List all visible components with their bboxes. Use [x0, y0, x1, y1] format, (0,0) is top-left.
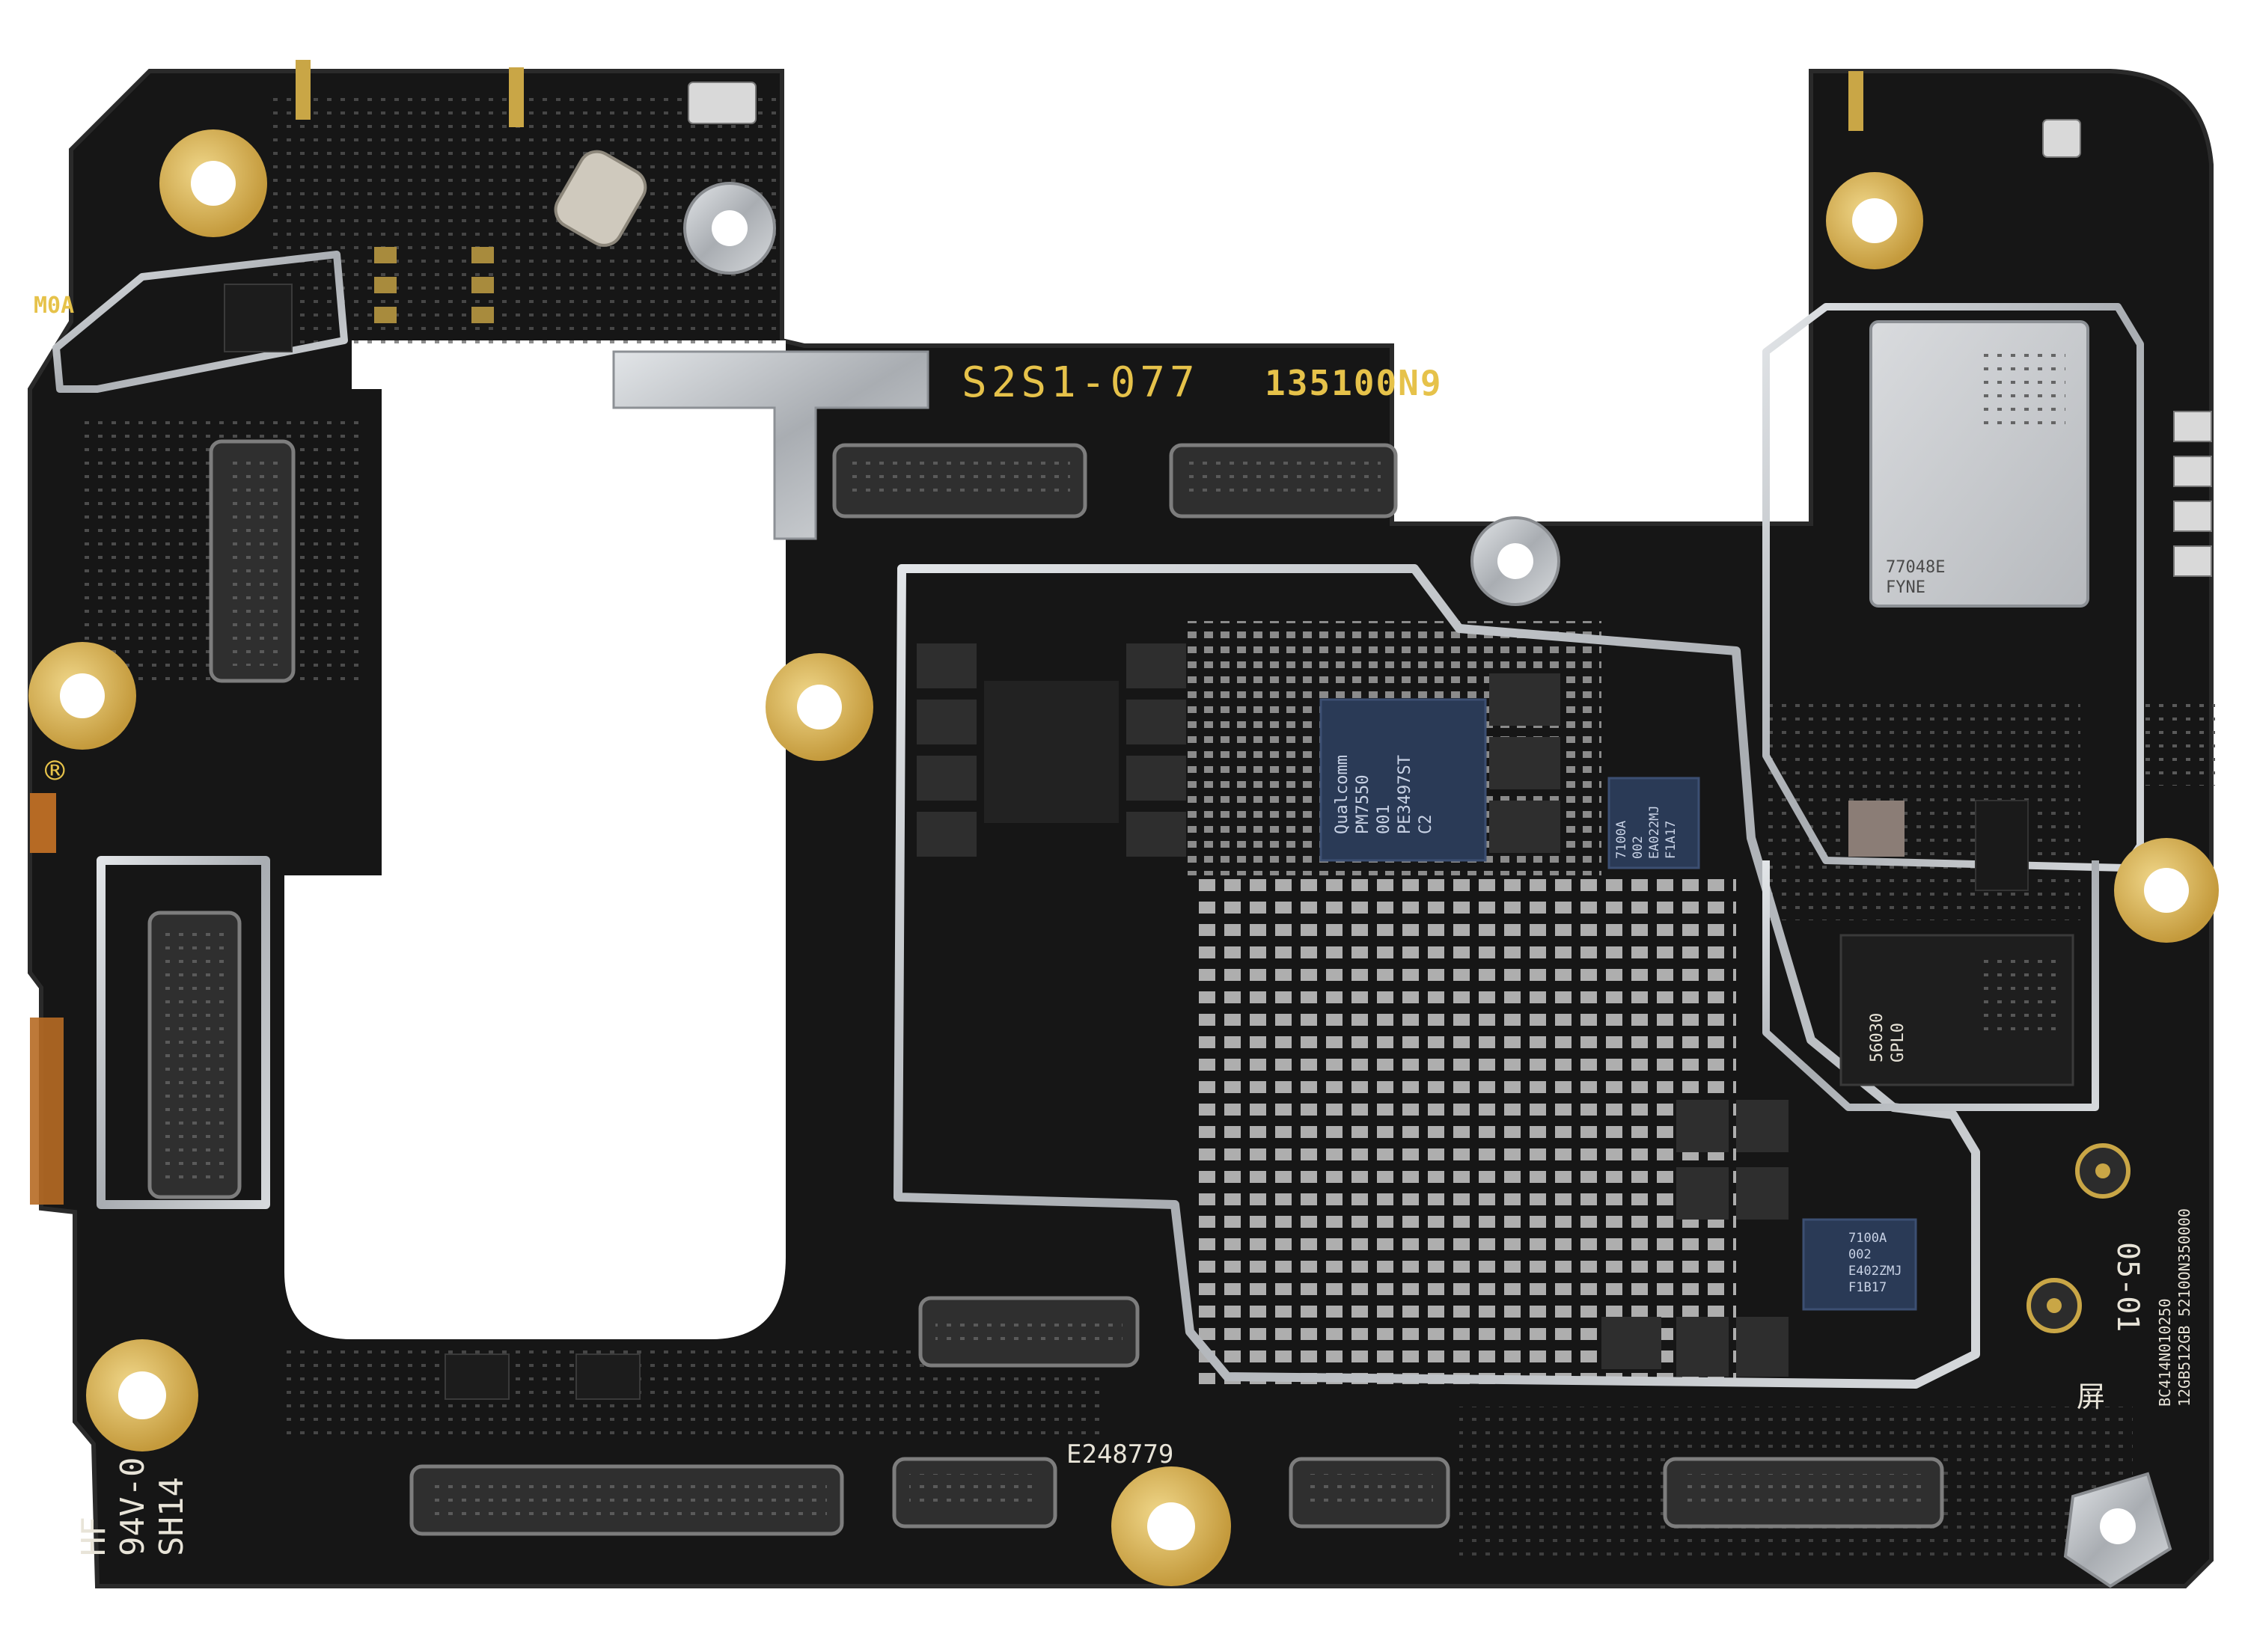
screw-ring: [2063, 1472, 2172, 1588]
ic-small: [224, 284, 293, 352]
hf-label: HF: [75, 1517, 113, 1556]
shield-frame-left: [97, 856, 270, 1209]
smd-field-center: [1197, 875, 1736, 1384]
mounting-hole: [2114, 838, 2219, 943]
chip-56030-line2: GPL0: [1889, 1023, 1908, 1062]
rf-module: 77048E FYNE: [1869, 320, 2089, 608]
metal-bracket: [612, 350, 929, 540]
revision-label: M0A: [34, 293, 74, 319]
serial-label-2: 12GB512GB 5210ON350000: [2175, 1208, 2193, 1407]
serial-label-1: BC414N010250: [2156, 1299, 2174, 1407]
chip-56030-line1: 56030: [1868, 1013, 1887, 1062]
chip-7100a-top-line2: 002: [1631, 836, 1646, 859]
connector-left-vertical: [209, 439, 296, 683]
microphone: [554, 150, 647, 247]
rf-module-line1: 77048E: [1886, 558, 1945, 577]
connector-left-lower: [147, 911, 242, 1199]
pmic-line1: Qualcomm: [1333, 755, 1351, 834]
ic-small: [2140, 703, 2215, 786]
mounting-hole: [1826, 172, 1923, 269]
glyph-label: 屏: [2077, 1380, 2105, 1413]
chip-7100a-top-line3: EA022MJ: [1647, 805, 1662, 859]
chip-7100a-bottom-line4: F1B17: [1848, 1280, 1887, 1295]
version-label: 05-01: [2110, 1242, 2145, 1332]
mounting-hole: [159, 129, 267, 237]
rf-module-line2: FYNE: [1886, 578, 1925, 597]
chip-56030: 56030 GPL0: [1839, 934, 2074, 1086]
shield-frame-main: [894, 564, 1980, 1389]
pmic-line5: C2: [1417, 815, 1435, 835]
bottom-board-label: E248779: [1066, 1440, 1173, 1469]
chip-7100a-bottom-line3: E402ZMJ: [1848, 1264, 1902, 1279]
pmic-line2: PM7550: [1354, 775, 1372, 834]
rf-coax-connector: [2075, 1143, 2131, 1199]
spring-contact: [296, 60, 1863, 131]
mounting-hole: [86, 1339, 198, 1451]
shield-frame-right-lower: [1762, 860, 2099, 1111]
screw-ring: [683, 182, 776, 275]
pmic-line4: PE3497ST: [1396, 755, 1414, 834]
board-code-label: 135100N9: [1265, 363, 1443, 403]
part-code-label: S2S1-077: [962, 358, 1200, 407]
connector-bottom-3: [1289, 1457, 1450, 1529]
connector-top-1: [832, 443, 1087, 518]
power-inductors: [917, 643, 1789, 1377]
sh14-label: SH14: [153, 1477, 191, 1556]
ic-small: [1848, 801, 1905, 857]
mounting-hole: [1111, 1466, 1231, 1586]
board-cutout: [284, 340, 786, 1339]
connector-top-2: [1169, 443, 1398, 518]
chip-7100a-top: 7100A 002 EA022MJ F1A17: [1607, 777, 1700, 869]
connector-bottom-2: [892, 1457, 1057, 1529]
small-switch: [688, 82, 2212, 577]
screw-ring: [1470, 516, 1560, 606]
chip-7100a-bottom-line1: 7100A: [1848, 1231, 1887, 1246]
ic-small: [1975, 800, 2029, 891]
connector-bottom-long: [409, 1464, 844, 1536]
chip-7100a-bottom: 7100A 002 E402ZMJ F1B17: [1802, 1218, 1917, 1311]
inductor-block: [984, 681, 1119, 823]
smd-field-right: [1766, 696, 2080, 920]
chip-7100a-top-line1: 7100A: [1614, 821, 1629, 859]
connector-bottom-right: [1663, 1457, 1944, 1529]
pmic-chip: Qualcomm PM7550 001 PE3497ST C2: [1319, 698, 1487, 862]
board-top-gap: [795, 0, 1802, 516]
chip-7100a-top-line4: F1A17: [1664, 821, 1679, 859]
ic-small: [445, 1353, 510, 1400]
registered-mark: ®: [45, 752, 65, 790]
ic-small: [575, 1353, 641, 1400]
test-pads: [374, 247, 494, 323]
v0-label: 94V-0: [114, 1457, 152, 1556]
mounting-hole: [28, 642, 136, 750]
pmic-line3: 001: [1375, 804, 1393, 834]
edge-marking: [30, 793, 64, 1205]
shield-frame-topleft: [52, 251, 348, 393]
rf-coax-connector: [2026, 1278, 2082, 1333]
mounting-hole: [766, 653, 873, 761]
connector-mid-lower: [918, 1296, 1140, 1368]
chip-7100a-bottom-line2: 002: [1848, 1247, 1872, 1262]
